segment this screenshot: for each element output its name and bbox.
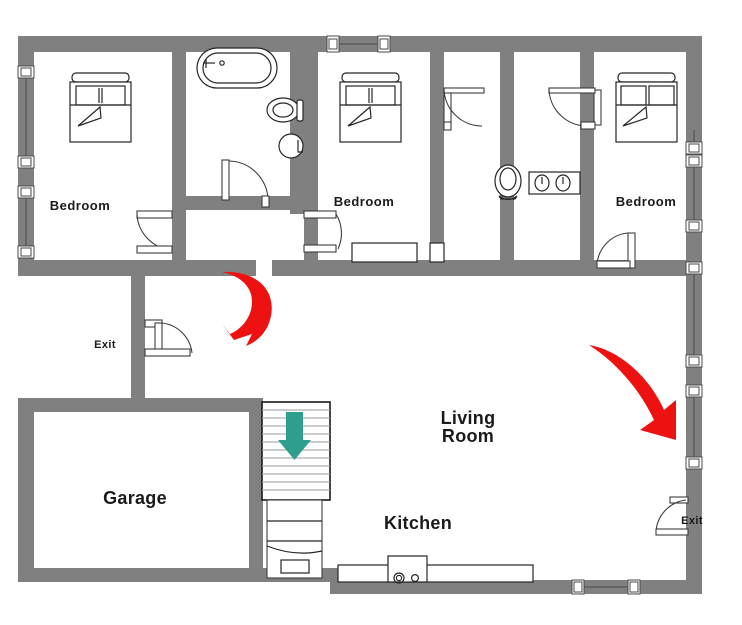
sink-bathroom-upper-left <box>278 133 304 159</box>
door-bedroom-right[interactable] <box>596 232 636 269</box>
wall-bedroom-band-bottom-left <box>18 260 256 276</box>
teal-arrow-stairs <box>278 412 311 460</box>
door-bathroom-upper-right[interactable] <box>548 87 602 130</box>
door-exit-right[interactable] <box>655 496 689 536</box>
wall-hallway-left <box>131 276 145 404</box>
window-left-upper <box>17 65 35 169</box>
door-hallway-closet[interactable] <box>443 87 485 131</box>
window-bottom <box>571 579 641 595</box>
wall-partition-bedroom-bath <box>172 36 186 276</box>
double-vanity-bathroom-upper-right <box>528 171 581 195</box>
door-exit-left[interactable] <box>144 319 193 357</box>
label-bedroom-left: Bedroom <box>50 198 111 213</box>
label-living-room-line2: Room <box>442 426 494 446</box>
dresser-bedroom-middle <box>351 242 418 263</box>
red-arrow-hallway <box>222 271 272 346</box>
wall-garage-top <box>18 398 263 412</box>
door-bedroom-middle[interactable] <box>303 210 342 253</box>
toilet-bathroom-upper-right <box>494 164 522 201</box>
label-garage: Garage <box>103 488 167 508</box>
wall-partition-bath-bedroom3 <box>580 36 594 276</box>
label-exit-left: Exit <box>94 339 116 351</box>
kitchen-counter <box>337 555 534 584</box>
wall-bedroom-band-bottom-right <box>430 260 702 276</box>
wall-group <box>18 36 702 594</box>
bed-bedroom-left <box>69 72 132 143</box>
wall-garage-left <box>18 398 34 582</box>
window-right-upper <box>685 130 703 233</box>
label-living-room-line1: Living <box>441 408 496 428</box>
label-bedroom-right: Bedroom <box>616 194 677 209</box>
label-bedroom-middle: Bedroom <box>334 194 395 209</box>
nightstand-bedroom-middle <box>429 242 445 263</box>
wall-partition-hall-bath <box>500 36 514 276</box>
window-right-middle <box>685 261 703 368</box>
window-left-lower <box>17 185 35 259</box>
label-kitchen: Kitchen <box>384 513 452 533</box>
wall-partition-bedroom2-left <box>304 36 318 276</box>
stair-bottom-step <box>280 559 310 574</box>
door-bedroom-left[interactable] <box>136 210 173 254</box>
wall-garage-bottom <box>18 568 330 582</box>
bed-bedroom-middle <box>339 72 402 143</box>
bathtub-bathroom-upper-left <box>196 47 278 89</box>
toilet-bathroom-upper-left <box>266 97 304 123</box>
label-exit-right: Exit <box>681 515 703 527</box>
wall-garage-right <box>249 398 263 568</box>
wall-bath-closet-divider <box>186 196 304 210</box>
window-right-lower <box>685 384 703 470</box>
wall-exterior-bottom <box>330 580 702 594</box>
door-bathroom-upper-left[interactable] <box>221 159 270 208</box>
wall-partition-bath-bedroom2 <box>290 36 304 214</box>
windows-group <box>17 35 703 595</box>
wall-partition-bedroom2-right <box>430 36 444 276</box>
bed-bedroom-right <box>615 72 678 143</box>
red-arrow-living-room <box>589 345 676 440</box>
window-top <box>326 35 391 53</box>
